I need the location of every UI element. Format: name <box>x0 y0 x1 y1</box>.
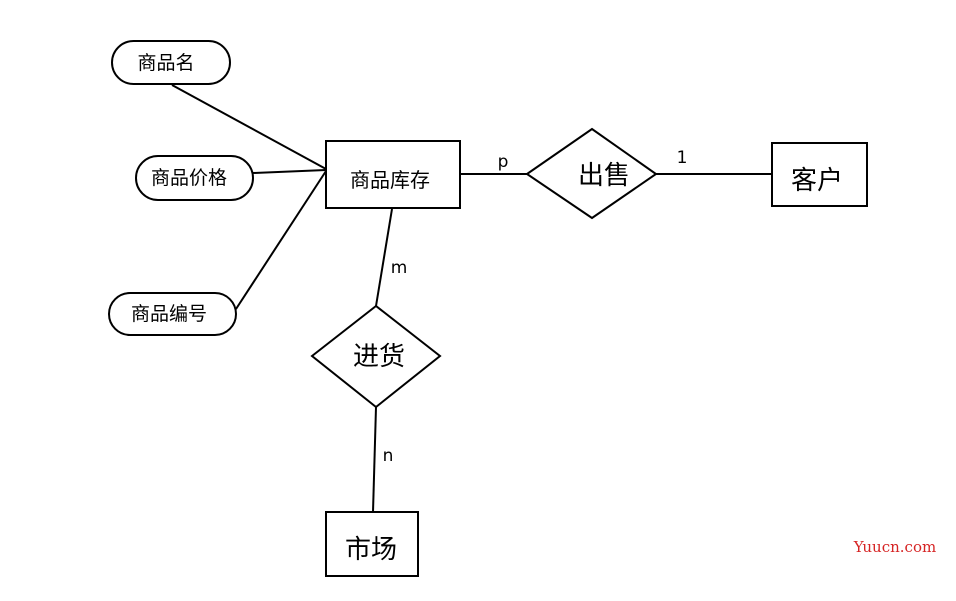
attribute-product-price-label: 商品价格 <box>151 167 227 189</box>
attribute-product-price: 商品价格 <box>135 155 254 201</box>
entity-customer-label: 客户 <box>791 166 843 196</box>
entity-market: 市场 <box>325 511 419 577</box>
entity-market-label: 市场 <box>345 535 397 565</box>
edge-name-inventory <box>171 84 327 170</box>
entity-inventory: 商品库存 <box>325 140 461 209</box>
relationship-sell: 出售 <box>525 127 658 220</box>
attribute-product-number: 商品编号 <box>108 292 237 336</box>
cardinality-purchase-inventory: m <box>391 258 408 278</box>
entity-inventory-label: 商品库存 <box>350 168 430 192</box>
edge-price-inventory <box>252 169 327 174</box>
cardinality-sell-customer: 1 <box>677 148 688 168</box>
cardinality-sell-inventory: p <box>498 152 509 172</box>
entity-customer: 客户 <box>771 142 868 207</box>
relationship-sell-label: 出售 <box>578 161 630 191</box>
cardinality-purchase-market: n <box>383 446 394 466</box>
edge-inventory-purchase <box>375 208 393 307</box>
attribute-product-name-label: 商品名 <box>137 52 194 74</box>
edge-purchase-market <box>372 406 377 513</box>
watermark: Yuucn.com <box>853 538 936 556</box>
relationship-purchase: 进货 <box>310 304 442 409</box>
attribute-product-name: 商品名 <box>111 40 231 85</box>
relationship-purchase-label: 进货 <box>353 342 405 372</box>
edge-number-inventory <box>235 170 327 310</box>
attribute-product-number-label: 商品编号 <box>131 303 207 325</box>
